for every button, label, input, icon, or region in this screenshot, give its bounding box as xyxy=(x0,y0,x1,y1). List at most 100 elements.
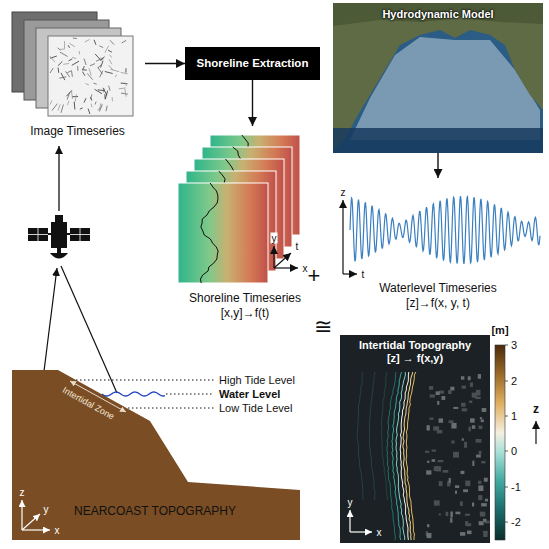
image-texture-stroke xyxy=(50,40,128,111)
urban-block xyxy=(460,471,464,474)
node-title: Waterlevel Timeseries xyxy=(379,281,497,295)
flow-arrow xyxy=(252,80,253,126)
operator-symbol: ≅ xyxy=(314,315,332,339)
axis-label: t xyxy=(295,241,300,252)
urban-block xyxy=(427,425,430,430)
tick-label: -1 xyxy=(511,481,521,493)
urban-block xyxy=(472,461,474,466)
urban-block xyxy=(430,394,435,397)
urban-block xyxy=(465,481,470,487)
urban-block xyxy=(480,512,486,517)
water-surface xyxy=(102,392,165,396)
image-stack xyxy=(12,12,133,116)
urban-block xyxy=(468,427,470,432)
urban-block xyxy=(470,418,475,422)
urban-block xyxy=(479,426,483,430)
operator-symbol: + xyxy=(308,264,321,288)
axis-label: z xyxy=(341,187,346,198)
urban-block xyxy=(469,401,472,403)
axis-label: x xyxy=(55,525,60,536)
urban-block xyxy=(436,391,440,395)
urban-block xyxy=(451,440,454,443)
urban-block xyxy=(479,521,484,525)
urban-block xyxy=(439,513,441,515)
image-stack-box: Image Timeseries xyxy=(10,8,145,140)
model-map-box: Hydrodynamic Model xyxy=(333,3,543,153)
urban-block xyxy=(461,376,464,379)
urban-block xyxy=(443,470,449,473)
urban-block xyxy=(478,495,482,500)
land-shade xyxy=(333,3,543,26)
urban-block xyxy=(450,387,454,391)
urban-block xyxy=(483,531,488,533)
urban-block xyxy=(433,426,439,430)
urban-block xyxy=(463,489,468,492)
urban-block xyxy=(434,466,438,471)
contour-line xyxy=(396,372,405,540)
node-formula: [z] → f(x,y) xyxy=(387,352,443,365)
urban-block xyxy=(467,531,472,535)
urban-block xyxy=(478,374,481,379)
urban-block xyxy=(472,503,474,507)
sea-texture xyxy=(357,372,363,500)
urban-block xyxy=(455,491,457,494)
urban-block xyxy=(438,460,444,462)
urban-block xyxy=(476,439,482,443)
urban-block xyxy=(450,518,452,523)
urban-block xyxy=(448,390,451,394)
urban-block xyxy=(434,500,440,505)
node-title: Intertidal Topography xyxy=(359,339,471,352)
urban-block xyxy=(427,524,429,527)
topography-map-box: Intertidal Topography[z] → f(x,y) xyxy=(340,335,490,543)
flow-arrow xyxy=(145,63,185,64)
axis-label: z xyxy=(533,403,539,416)
z-arrow xyxy=(535,421,536,444)
colorbar-ticks xyxy=(505,345,508,522)
image-texture-stroke xyxy=(50,40,128,114)
urban-block xyxy=(484,478,488,482)
urban-block xyxy=(455,512,460,515)
topography-image xyxy=(340,335,490,543)
urban-block xyxy=(439,418,444,422)
land xyxy=(333,3,543,150)
urban-block xyxy=(453,407,458,409)
region-label: NEARCOAST TOPOGRAPHY xyxy=(74,505,236,518)
axis-line xyxy=(343,273,357,274)
timeseries-box: Waterlevel Timeseries[z]→f(x, y, t) xyxy=(333,178,543,312)
level-label: High Tide Level xyxy=(219,374,295,386)
process-box: Shoreline Extraction xyxy=(185,47,320,80)
shoreline-trace xyxy=(200,183,218,283)
urban-block xyxy=(437,401,439,405)
axis-label: y xyxy=(271,233,278,244)
urban-block xyxy=(455,485,459,488)
urban-block xyxy=(429,386,433,390)
sea-texture xyxy=(369,372,375,500)
unit-label: [m] xyxy=(491,324,508,336)
urban-block xyxy=(460,532,465,536)
urban-block xyxy=(478,485,483,491)
urban-block xyxy=(465,521,468,525)
urban-block xyxy=(462,408,467,411)
urban-block xyxy=(462,386,466,389)
shoreline-stack-box: Shoreline Timeseries[x,y]→f(t) xyxy=(170,126,320,322)
tick-label: 0 xyxy=(511,445,517,457)
node-title: Image Timeseries xyxy=(30,124,125,138)
urban-block xyxy=(461,403,466,407)
urban-block xyxy=(481,461,485,463)
axis-label: t xyxy=(362,269,365,280)
axis-label: x xyxy=(302,263,309,274)
signal-line xyxy=(44,268,57,371)
sea-texture xyxy=(381,372,387,500)
deep-ocean xyxy=(333,128,543,153)
coast-lines xyxy=(357,372,416,540)
zone-label: Intertidal Zone xyxy=(60,386,115,423)
urban-block xyxy=(460,501,463,506)
level-label: Water Level xyxy=(219,388,280,400)
urban-block xyxy=(427,533,432,538)
nearcoast-axes xyxy=(22,500,50,530)
node-title: Shoreline Timeseries xyxy=(189,291,301,305)
shoreline-stack xyxy=(178,135,300,283)
tick-label: 2 xyxy=(511,375,517,387)
node-title: Hydrodynamic Model xyxy=(382,8,493,21)
